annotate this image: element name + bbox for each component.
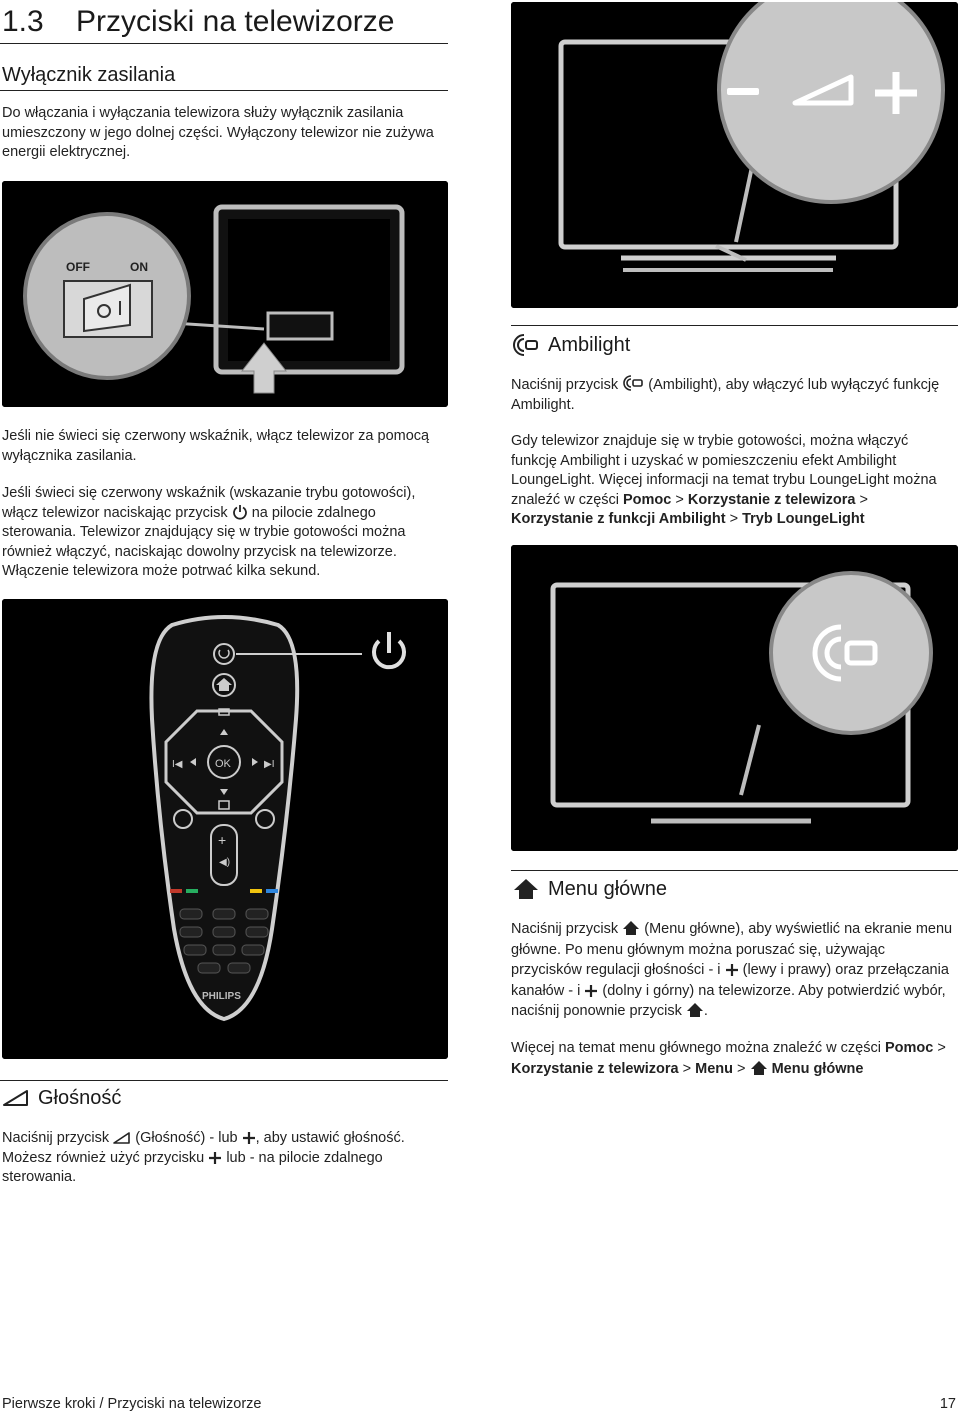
- link-tryb-loungelight[interactable]: Tryb LoungeLight: [742, 511, 865, 527]
- volume-icon: [113, 1132, 131, 1144]
- home-icon: [514, 879, 538, 899]
- power-switch-image: OFF ON: [2, 181, 448, 407]
- svg-text:+: +: [218, 832, 226, 848]
- link-pomoc[interactable]: Pomoc: [623, 491, 672, 508]
- tv-buttons-image: [511, 2, 958, 308]
- page-number: 17: [939, 1396, 956, 1412]
- plus-icon: [585, 984, 598, 997]
- plus-icon: [209, 1151, 222, 1164]
- off-label: OFF: [66, 260, 90, 274]
- svg-text:I◀: I◀: [172, 759, 183, 770]
- on-label: ON: [130, 260, 148, 274]
- svg-text:▶I: ▶I: [264, 759, 274, 770]
- link-korzystanie-ambilight[interactable]: Korzystanie z funkcji Ambilight: [511, 511, 726, 527]
- menu-para1: Naciśnij przycisk (Menu główne), aby wyś…: [511, 921, 953, 1019]
- home-icon: [750, 1060, 767, 1075]
- ok-label: OK: [215, 758, 232, 770]
- power-heading: Wyłącznik zasilania: [2, 64, 176, 86]
- link-korzystanie-z-telewizora[interactable]: Korzystanie z telewizora: [511, 1060, 679, 1077]
- svg-text:◀): ◀): [219, 857, 230, 868]
- plus-icon: [725, 964, 738, 976]
- section-number: 1.3: [2, 5, 44, 38]
- title-rule: [0, 43, 448, 44]
- power-para2: Jeśli świeci się czerwony wskaźnik (wska…: [2, 485, 416, 579]
- menu-heading: Menu główne: [512, 877, 667, 901]
- menu-para2: Więcej na temat menu głównego można znal…: [511, 1040, 946, 1077]
- remote-brand: PHILIPS: [202, 991, 241, 1002]
- ambilight-para1: Naciśnij przycisk (Ambilight), aby włącz…: [511, 374, 951, 415]
- power-intro: Do włączania i wyłączania telewizora słu…: [2, 105, 434, 160]
- page-title: 1.3 Przyciski na telewizorze: [2, 4, 394, 40]
- ambilight-tv-image: [511, 545, 958, 851]
- ambilight-icon: [623, 375, 644, 391]
- ambilight-heading: Ambilight: [512, 332, 630, 358]
- plus-icon: [242, 1132, 255, 1144]
- link-pomoc[interactable]: Pomoc: [884, 1040, 934, 1056]
- link-menu-glowne[interactable]: Menu główne: [771, 1060, 864, 1077]
- power-icon: [232, 504, 247, 520]
- volume-rule: [0, 1080, 448, 1081]
- menu-rule: [511, 870, 958, 871]
- ambilight-para2: Gdy telewizor znajduje się w trybie goto…: [511, 433, 937, 527]
- remote-image: OK I◀ ▶I + ◀) PHILIPS: [2, 599, 448, 1059]
- power-rule: [0, 90, 448, 91]
- volume-text: Naciśnij przycisk (Głośność) - lub , aby…: [2, 1130, 405, 1185]
- volume-icon: [3, 1090, 28, 1106]
- footer-breadcrumb: Pierwsze kroki / Przyciski na telewizorz…: [2, 1396, 262, 1412]
- section-title: Przyciski na telewizorze: [76, 5, 395, 38]
- ambilight-rule: [511, 325, 958, 326]
- power-para1: Jeśli nie świeci się czerwony wskaźnik, …: [2, 428, 430, 464]
- link-menu[interactable]: Menu: [695, 1060, 733, 1077]
- home-icon: [623, 921, 640, 935]
- volume-heading: Głośność: [2, 1086, 121, 1110]
- link-korzystanie-z-telewizora[interactable]: Korzystanie z telewizora: [687, 491, 856, 508]
- ambilight-icon: [513, 334, 538, 356]
- home-icon: [686, 1003, 703, 1017]
